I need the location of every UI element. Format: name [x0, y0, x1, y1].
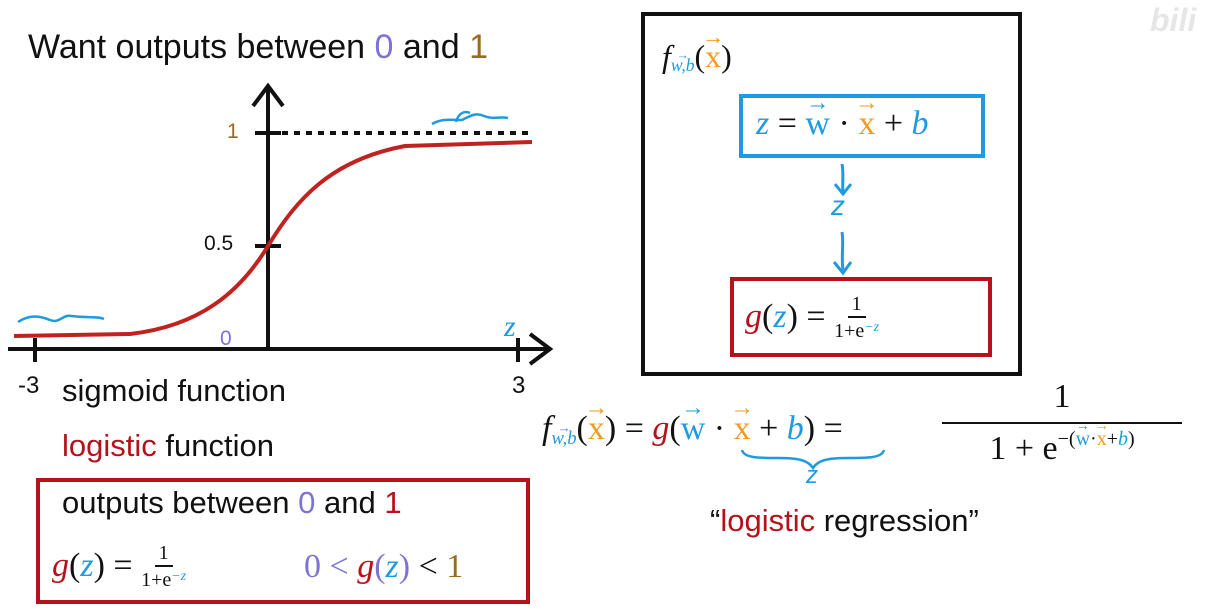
model-f-label: fw,b(x)	[662, 38, 732, 76]
squiggle-left	[17, 314, 105, 324]
g-fraction: 1 1+e−z	[834, 292, 880, 342]
g-equation: g(z) = 1 1+e−z	[745, 292, 880, 342]
final-formula-lhs: fw,b(x) = g(w · x + b) =	[542, 410, 851, 450]
x-axis-arrowhead	[528, 332, 554, 366]
x-min-label: -3	[18, 372, 40, 399]
summary-g-formula: g(z) = 1 1+e−z	[52, 541, 187, 591]
g-equation-box	[730, 277, 992, 357]
y-tick-half-label: 0.5	[204, 232, 234, 255]
watermark-logo: bili	[1150, 2, 1197, 38]
x-max-label: 3	[512, 372, 526, 399]
sigmoid-graph	[8, 82, 554, 366]
underbrace-label: z	[806, 462, 818, 489]
arrow-down-1-head	[833, 183, 853, 197]
squiggle-right	[431, 113, 509, 126]
y-axis-arrowhead	[251, 82, 285, 108]
summary-outputs-line: outputs between 0 and 1	[62, 485, 402, 520]
arrow-down-2	[840, 231, 845, 271]
squiggle-right-hook	[454, 110, 471, 123]
z-equation: z = w · x + b	[756, 105, 929, 143]
y-tick-1-label: 1	[227, 120, 239, 143]
logistic-regression-caption: “logistic regression”	[710, 503, 979, 538]
z-node-label: z	[831, 190, 845, 221]
final-fraction: 1 1 + e−(w·x+b)	[942, 378, 1182, 468]
left-heading: Want outputs between 0 and 1	[28, 28, 488, 66]
underbrace-path	[740, 449, 886, 471]
x-axis-label: z	[504, 310, 516, 343]
summary-g-fraction: 1 1+e−z	[141, 541, 187, 591]
y-tick-0-label: 0	[220, 327, 232, 350]
arrow-down-2-head	[832, 261, 853, 276]
sigmoid-function-label: sigmoid function	[62, 373, 287, 408]
logistic-function-label: logistic function	[62, 428, 274, 463]
flow-arrows	[832, 163, 853, 276]
arrow-down-1	[840, 163, 845, 193]
summary-box	[36, 478, 530, 604]
sigmoid-curve	[13, 140, 533, 338]
model-box	[641, 12, 1022, 376]
summary-range: 0 < g(z) < 1	[304, 548, 464, 585]
underbrace	[740, 449, 886, 471]
